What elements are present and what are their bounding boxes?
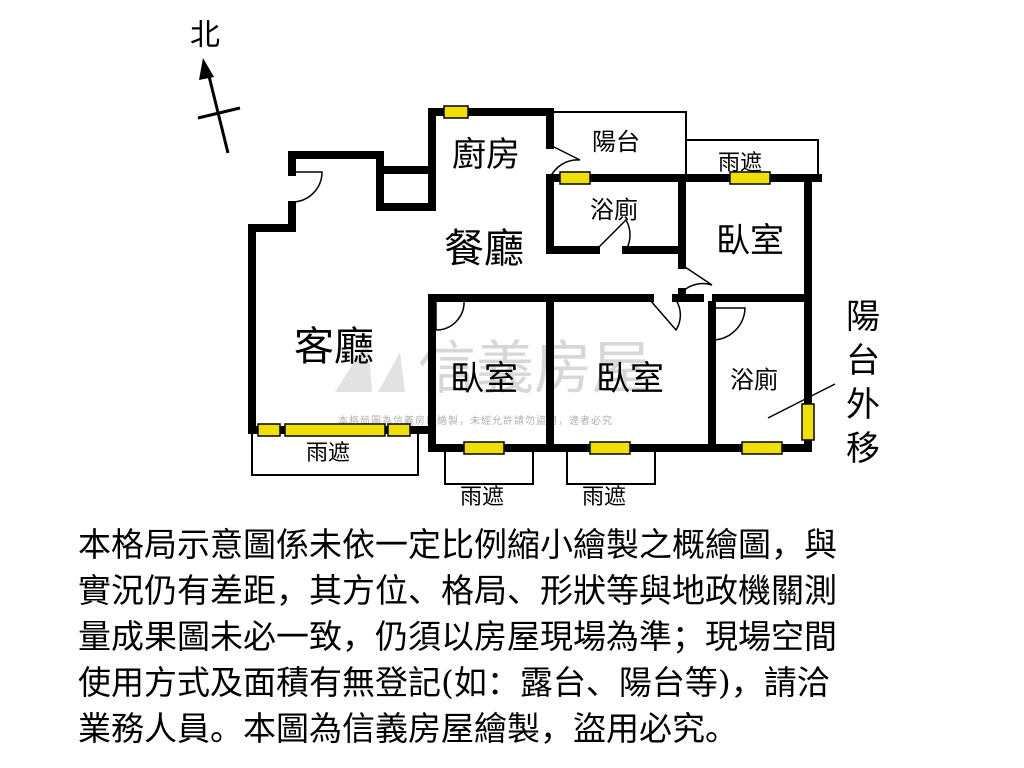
disclaimer-line: 量成果圖未必一致，仍須以房屋現場為準；現場空間: [78, 617, 837, 656]
window: [801, 403, 815, 441]
watermark-brand: 信義房屋: [418, 334, 650, 402]
window: [729, 171, 771, 185]
balcony-moved-1: 陽: [846, 297, 880, 337]
window: [257, 423, 281, 437]
balcony-moved-4: 移: [846, 429, 880, 469]
room-kitchen: 廚房: [452, 135, 520, 175]
window: [284, 423, 386, 437]
balcony-moved-2: 台: [846, 341, 880, 381]
canopy-bottom-mid1: 雨遮: [460, 485, 504, 510]
disclaimer-line: 實況仍有差距，其方位、格局、形狀等與地政機關測: [78, 571, 837, 610]
disclaimer-line: 使用方式及面積有無登記(如：露台、陽台等)，請洽: [78, 663, 830, 702]
canopy-bottom-mid2: 雨遮: [582, 485, 626, 510]
north-arrow: 北: [190, 18, 241, 154]
disclaimer-line: 本格局示意圖係未依一定比例縮小繪製之概繪圖，與: [78, 525, 837, 564]
room-bedroom-center: 臥室: [596, 359, 664, 399]
disclaimer-line: 業務人員。本圖為信義房屋繪製，盜用必究。: [78, 709, 738, 748]
canopy-outlines: [251, 111, 836, 485]
room-bath-top: 浴廁: [590, 196, 638, 224]
north-label: 北: [190, 18, 220, 53]
watermark-logo-icon: [335, 340, 405, 392]
north-arrow-icon: [199, 58, 214, 80]
room-dining: 餐廳: [444, 226, 524, 272]
floor-plan: 信義房屋 本格局圖為信義房屋繪製，未經允許請勿盜用，違者必究 北: [190, 18, 880, 510]
room-bath-east: 浴廁: [730, 366, 778, 394]
window: [741, 441, 783, 455]
room-balcony: 陽台: [592, 128, 640, 156]
canopy-top-right: 雨遮: [718, 151, 762, 176]
window: [387, 423, 411, 437]
doors: [291, 144, 746, 341]
room-bedroom-ne: 臥室: [716, 221, 784, 261]
room-labels: 廚房 陽台 雨遮 浴廁 臥室 餐廳 客廳 臥室 臥室 浴廁 雨遮 雨遮 雨遮 陽…: [294, 128, 880, 510]
window: [443, 105, 469, 119]
room-living: 客廳: [294, 324, 374, 370]
window: [463, 441, 505, 455]
window: [589, 441, 631, 455]
windows: [257, 105, 815, 455]
balcony-moved-3: 外: [846, 385, 880, 425]
disclaimer: 本格局示意圖係未依一定比例縮小繪製之概繪圖，與 實況仍有差距，其方位、格局、形狀…: [78, 522, 958, 752]
window: [559, 171, 591, 185]
canopy-bottom-left: 雨遮: [306, 441, 350, 466]
room-bedroom-mid: 臥室: [450, 359, 518, 399]
